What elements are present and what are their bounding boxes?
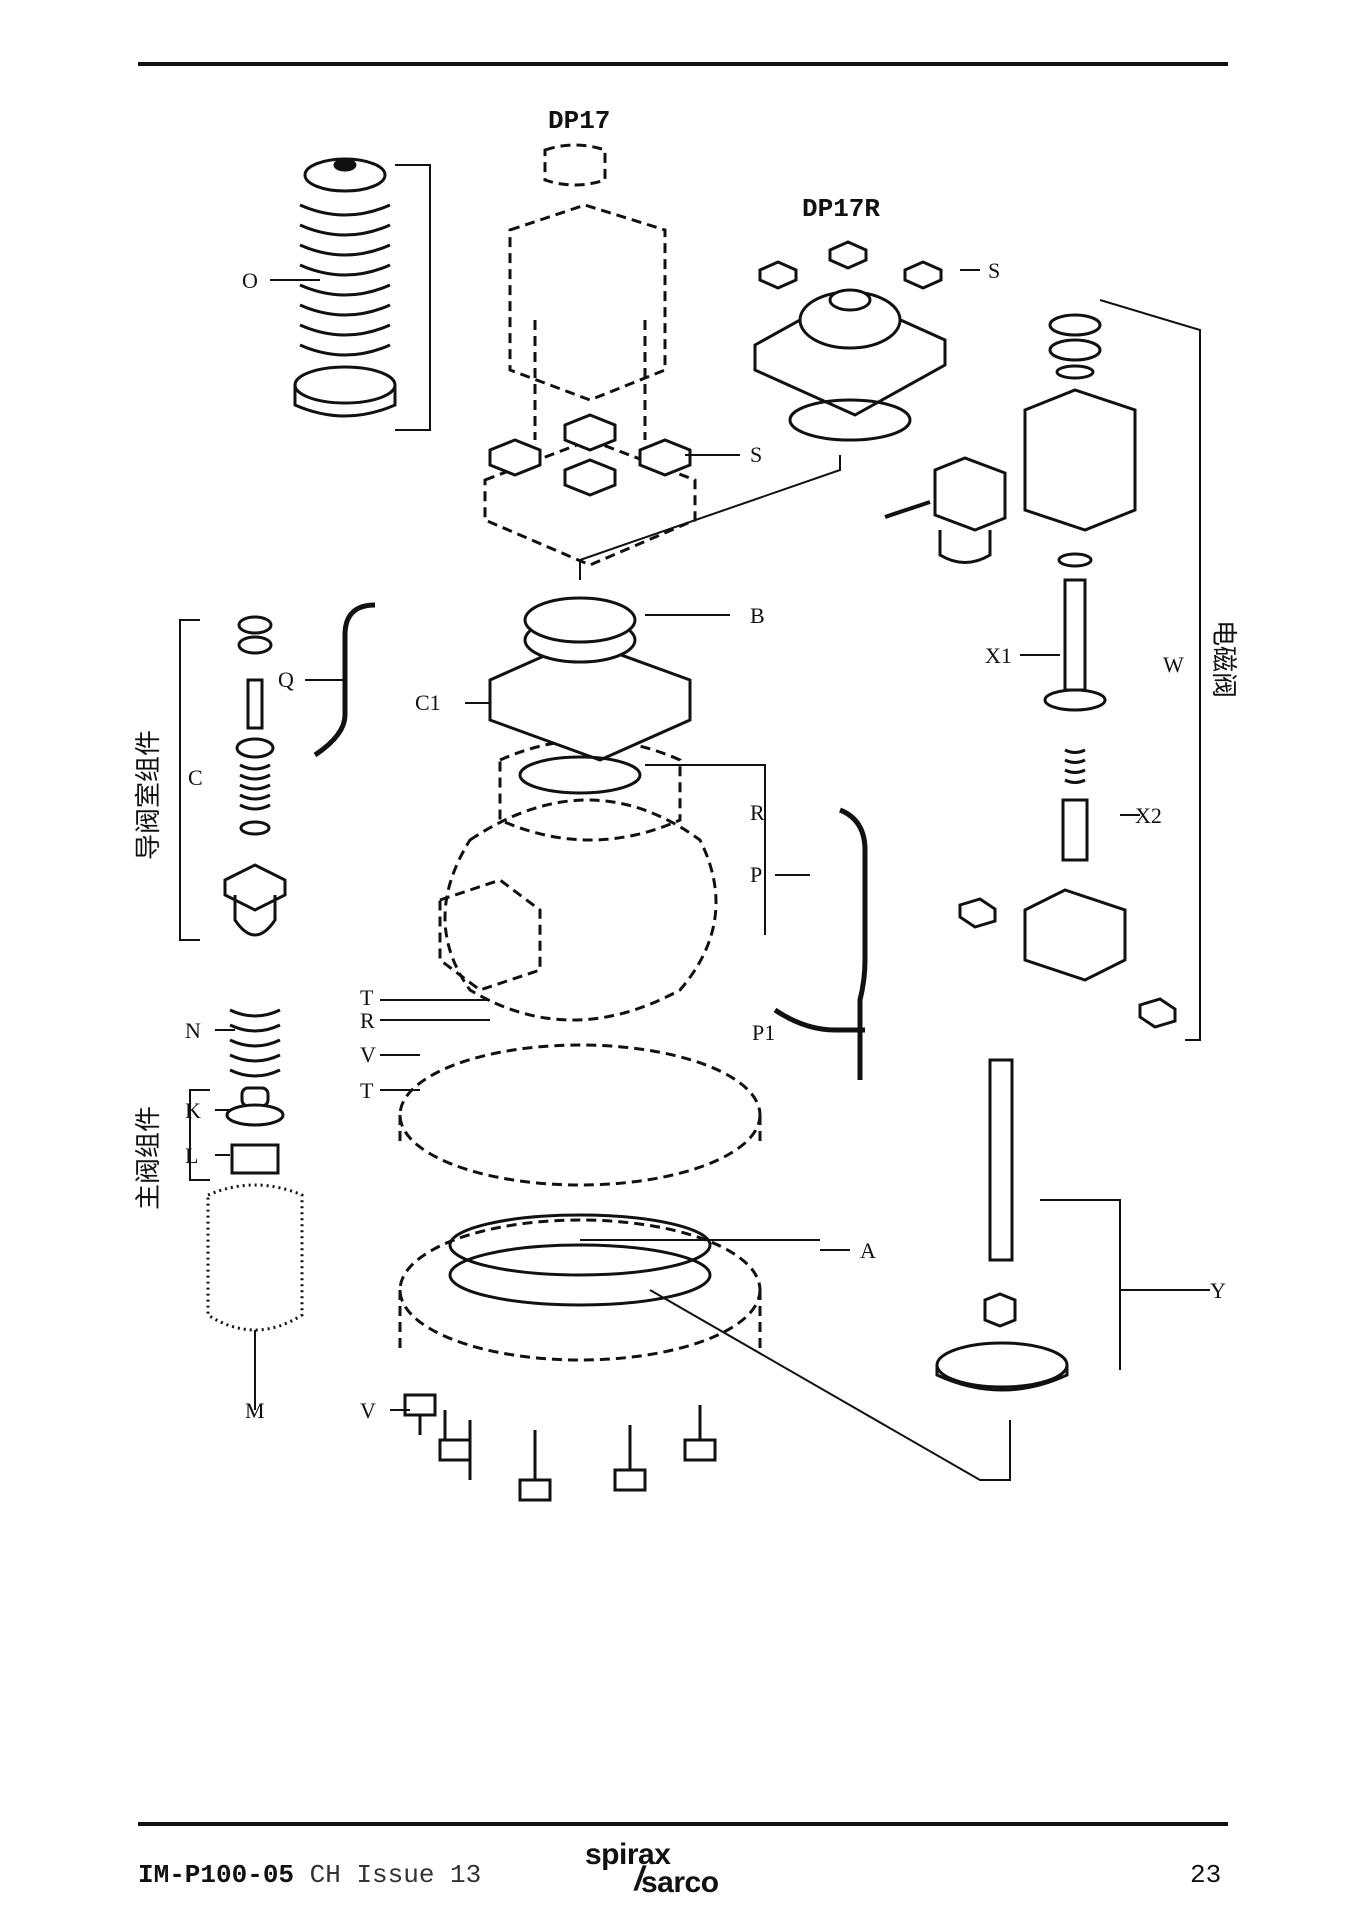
dp17r-pilot-body [753, 240, 947, 442]
exploded-assembly-diagram: DP17 DP17R O S S B C1 Q C R P P1 T R V T… [134, 106, 1238, 1502]
bottom-rule [138, 1822, 1228, 1826]
part-label-v-lower: V [360, 1398, 376, 1423]
main-valve-body [398, 738, 762, 1362]
adjustment-stem-y [935, 1058, 1069, 1392]
bottom-bolts [403, 1393, 717, 1502]
main-valve-parts [206, 1008, 304, 1332]
part-label-r: R [750, 800, 765, 825]
pilot-pipes [313, 602, 868, 1080]
group-label-main-valve: 主阀组件 [134, 1106, 164, 1210]
document-code: IM-P100-05 [138, 1860, 295, 1890]
part-label-v-upper: V [360, 1042, 376, 1067]
document-issue: CH Issue 13 [294, 1860, 482, 1890]
part-label-s-dp17r: S [988, 258, 1000, 283]
logo-text-top: spirax [585, 1838, 671, 1871]
part-label-w: W [1163, 652, 1184, 677]
part-label-m: M [245, 1398, 265, 1423]
part-label-n: N [185, 1018, 201, 1043]
model-label-dp17r: DP17R [802, 194, 880, 224]
part-label-q: Q [278, 667, 294, 692]
leader-lines [179, 269, 1210, 1481]
group-label-solenoid-valve: 电磁阀 [1208, 620, 1238, 698]
group-label-pilot-chamber: 导阀室组件 [134, 730, 164, 860]
part-label-k: K [185, 1098, 201, 1123]
model-label-dp17: DP17 [548, 106, 610, 136]
part-label-x1: X1 [985, 643, 1012, 668]
part-label-r-lower: R [360, 1008, 375, 1033]
solenoid-valve-parts [884, 313, 1177, 1029]
part-label-p1: P1 [752, 1020, 775, 1045]
page-number: 23 [1190, 1860, 1222, 1890]
part-label-a: A [860, 1238, 876, 1263]
part-label-c1: C1 [415, 690, 441, 715]
dp17-nuts [488, 413, 692, 497]
pilot-cover-c1 [488, 596, 692, 795]
dp17-pilot-body [483, 143, 697, 567]
pilot-chamber-parts [223, 615, 287, 937]
part-label-o: O [242, 268, 258, 293]
part-label-c: C [188, 765, 203, 790]
part-label-b: B [750, 603, 765, 628]
document-reference: IM-P100-05 CH Issue 13 [138, 1860, 481, 1890]
spring-assembly-o [293, 157, 431, 431]
logo-text-bottom: sarco [641, 1866, 719, 1899]
part-label-x2: X2 [1135, 803, 1162, 828]
top-rule [138, 62, 1228, 66]
part-label-t-upper: T [360, 985, 374, 1010]
part-label-p: P [750, 862, 762, 887]
part-label-s-dp17: S [750, 442, 762, 467]
spirax-sarco-logo: spirax / sarco [585, 1838, 785, 1908]
part-label-t-lower: T [360, 1078, 374, 1103]
part-label-l: L [185, 1143, 198, 1168]
part-label-y: Y [1210, 1278, 1226, 1303]
main-flange-ring-a [448, 1213, 712, 1307]
